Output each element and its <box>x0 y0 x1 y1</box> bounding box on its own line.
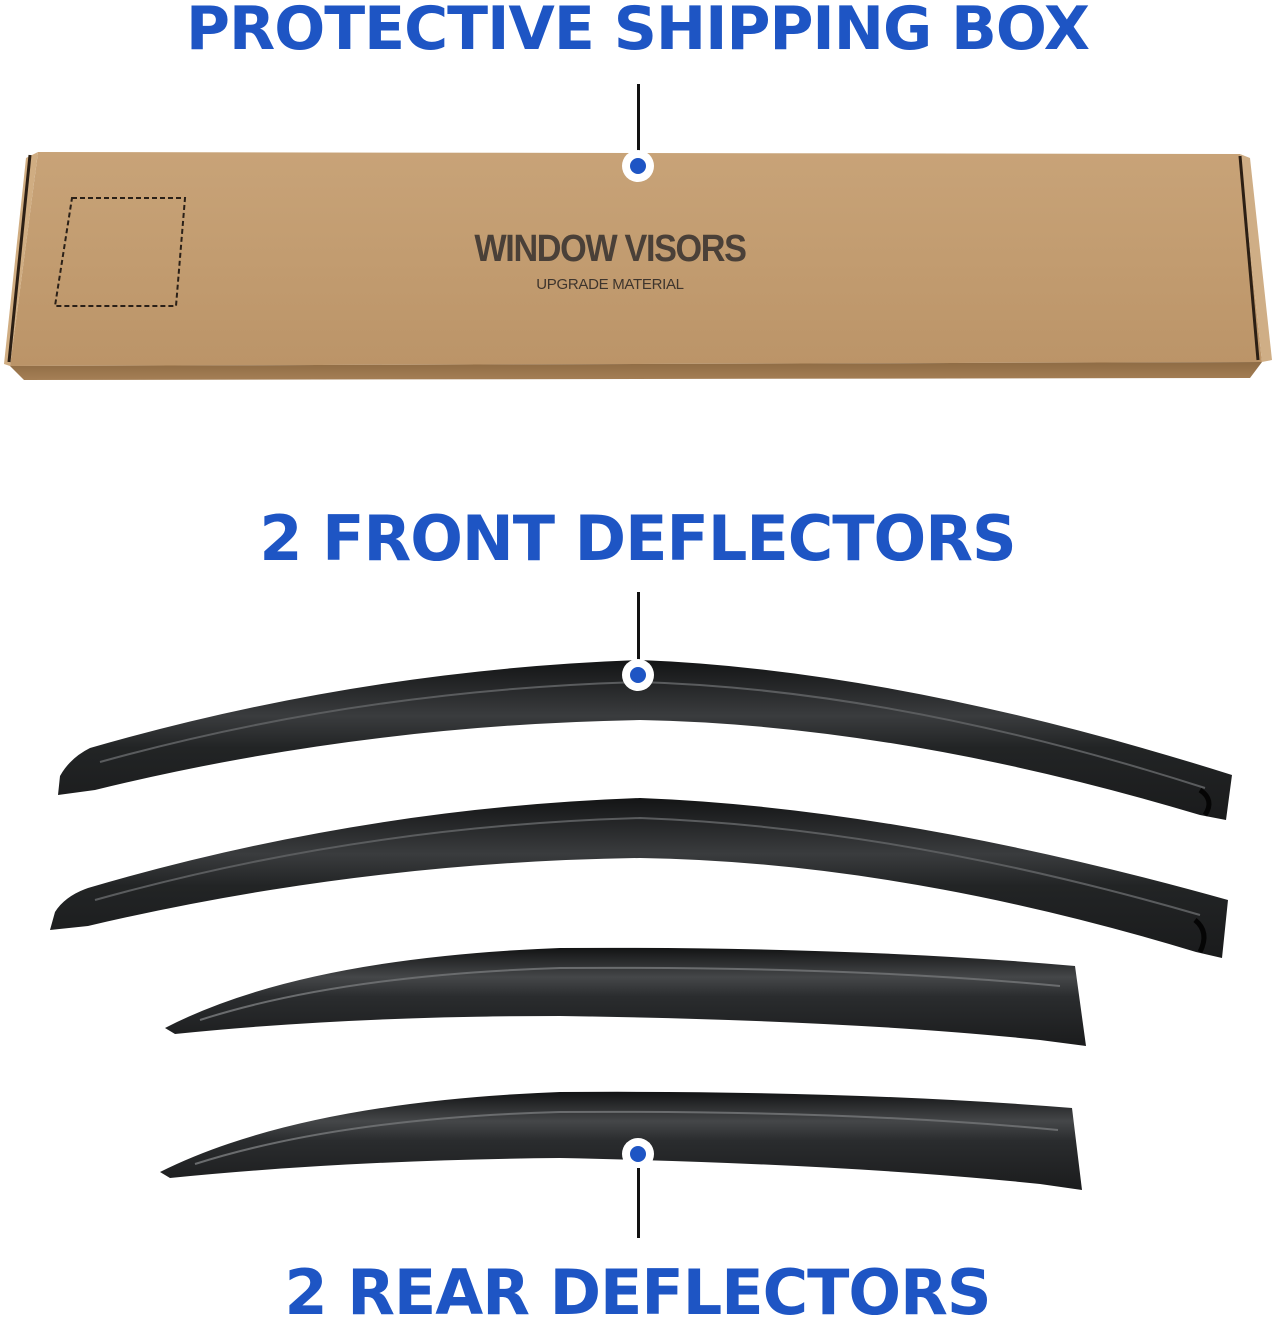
box-marker-dot <box>622 150 654 182</box>
box-leader-line <box>637 84 640 156</box>
rear-deflector-1 <box>165 947 1086 1046</box>
rear-leader-line <box>637 1168 640 1238</box>
box-heading: PROTECTIVE SHIPPING BOX <box>186 0 1090 64</box>
front-deflector-2 <box>50 798 1228 958</box>
rear-marker-dot <box>622 1138 654 1170</box>
box-printed-subtitle: UPGRADE MATERIAL <box>536 276 684 293</box>
rear-deflectors-heading: 2 REAR DEFLECTORS <box>284 1256 991 1329</box>
front-marker-dot <box>622 659 654 691</box>
front-deflectors-heading: 2 FRONT DEFLECTORS <box>259 502 1016 575</box>
box-printed-title: WINDOW VISORS <box>474 228 747 270</box>
front-leader-line <box>637 592 640 664</box>
rear-deflector-2 <box>160 1091 1082 1190</box>
